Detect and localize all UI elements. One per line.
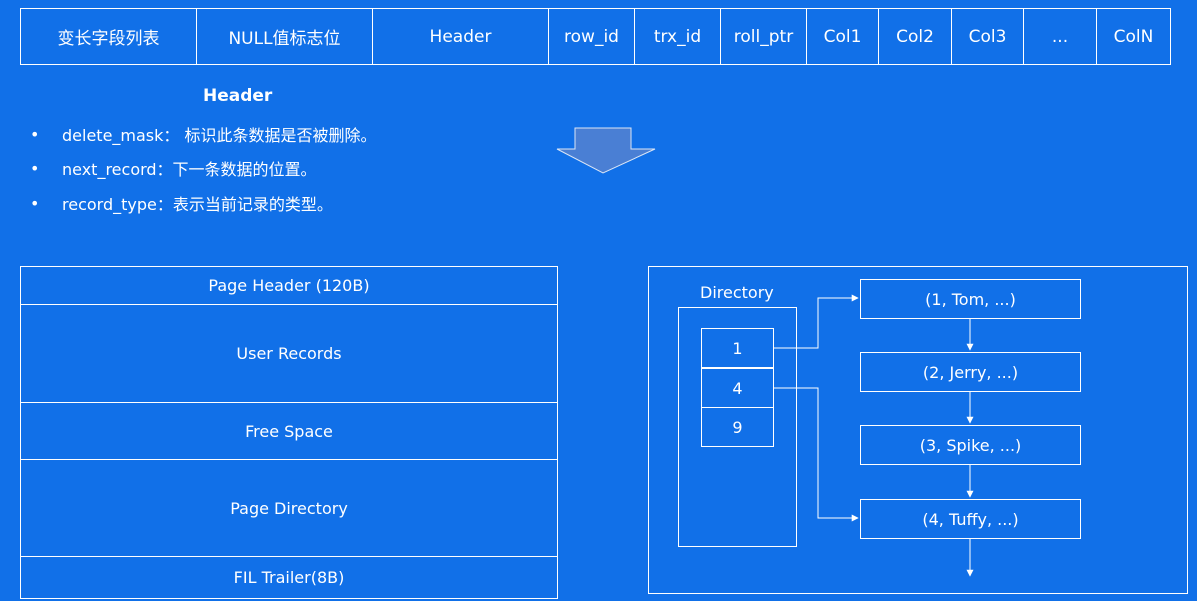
directory-slot: 9	[701, 407, 774, 447]
header-title: Header	[203, 86, 273, 106]
field-trx-id: trx_id	[635, 9, 721, 64]
field-roll-ptr: roll_ptr	[721, 9, 807, 64]
header-item-text: record_type：表示当前记录的类型。	[62, 195, 333, 214]
slot-4-pointer	[774, 387, 859, 522]
bullet-icon: •	[30, 158, 40, 178]
row-format-table: 变长字段列表 NULL值标志位 Header row_id trx_id rol…	[20, 8, 1171, 65]
section-fil-trailer: FIL Trailer(8B)	[233, 568, 345, 587]
down-arrow-icon	[556, 127, 656, 174]
section-free-space: Free Space	[21, 403, 557, 460]
record-box: (4, Tuffy, ...)	[860, 499, 1081, 539]
field-row-id: row_id	[549, 9, 635, 64]
field-ellipsis: ...	[1024, 9, 1097, 64]
section-page-header: Page Header (120B)	[21, 267, 557, 305]
page-layout-diagram: Page Header (120B) User Records Free Spa…	[20, 266, 558, 599]
slot-1-pointer	[774, 294, 859, 349]
field-col2: Col2	[879, 9, 952, 64]
bullet-icon: •	[30, 193, 40, 213]
field-col1: Col1	[807, 9, 879, 64]
directory-slot: 1	[701, 328, 774, 368]
field-col3: Col3	[952, 9, 1024, 64]
header-item-record-type: • record_type：表示当前记录的类型。	[30, 191, 333, 215]
header-item-text: next_record：下一条数据的位置。	[62, 160, 317, 179]
directory-label: Directory	[700, 283, 774, 302]
field-null-flags: NULL值标志位	[197, 9, 373, 64]
header-item-text: delete_mask： 标识此条数据是否被删除。	[62, 126, 377, 145]
directory-box	[678, 307, 797, 547]
record-box: (1, Tom, ...)	[860, 279, 1081, 319]
field-header: Header	[373, 9, 549, 64]
bullet-icon: •	[30, 124, 40, 144]
field-coln: ColN	[1113, 26, 1154, 47]
section-page-directory: Page Directory	[21, 460, 557, 557]
record-box: (3, Spike, ...)	[860, 425, 1081, 465]
header-item-delete-mask: • delete_mask： 标识此条数据是否被删除。	[30, 122, 377, 146]
header-item-next-record: • next_record：下一条数据的位置。	[30, 156, 317, 180]
field-variable-length-list: 变长字段列表	[21, 9, 197, 64]
section-user-records: User Records	[21, 305, 557, 403]
record-box: (2, Jerry, ...)	[860, 352, 1081, 392]
directory-panel	[648, 266, 1188, 594]
